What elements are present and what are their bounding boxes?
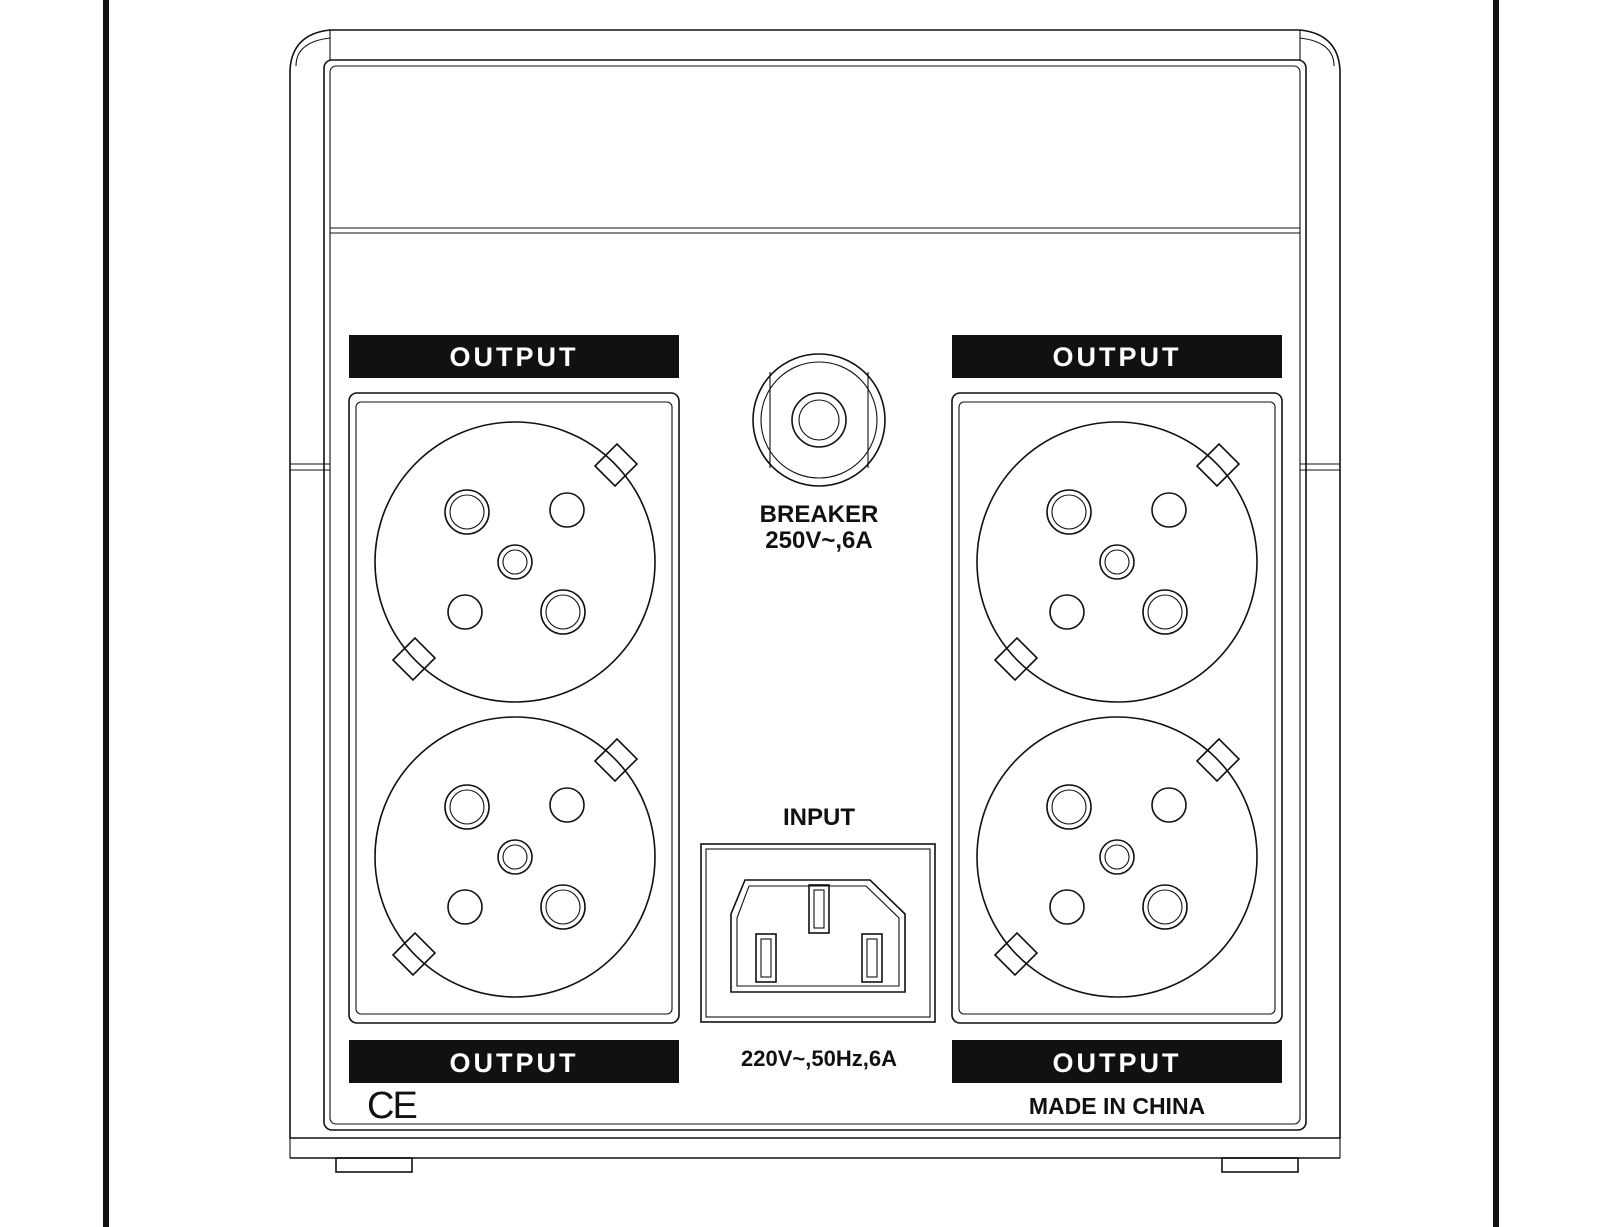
output-label-text: OUTPUT [1053,1048,1182,1078]
input-power-inlet[interactable] [700,843,936,1023]
output-label-bottom-right: OUTPUT [952,1040,1282,1083]
origin-label: MADE IN CHINA [1029,1093,1205,1119]
breaker-button[interactable] [752,353,886,487]
rear-panel-plate [323,59,1307,1131]
breaker-title: BREAKER [760,501,879,528]
outlet-panel-right [951,392,1283,1024]
socket-right-lower [976,716,1258,998]
breaker-rating: 250V~,6A [765,527,872,554]
output-label-top-left: OUTPUT [349,335,679,378]
output-label-text: OUTPUT [450,1048,579,1078]
foot-left [335,1157,413,1173]
foot-right [1221,1157,1299,1173]
socket-left-upper [374,421,656,703]
socket-right-upper [976,421,1258,703]
input-rating: 220V~,50Hz,6A [741,1046,897,1071]
outlet-panel-left [348,392,680,1024]
output-label-text: OUTPUT [450,342,579,372]
ce-mark: CE [367,1085,416,1127]
socket-left-lower [374,716,656,998]
output-label-text: OUTPUT [1053,342,1182,372]
output-label-bottom-left: OUTPUT [349,1040,679,1083]
input-title: INPUT [783,804,855,831]
output-label-top-right: OUTPUT [952,335,1282,378]
ups-housing [289,29,1341,1173]
